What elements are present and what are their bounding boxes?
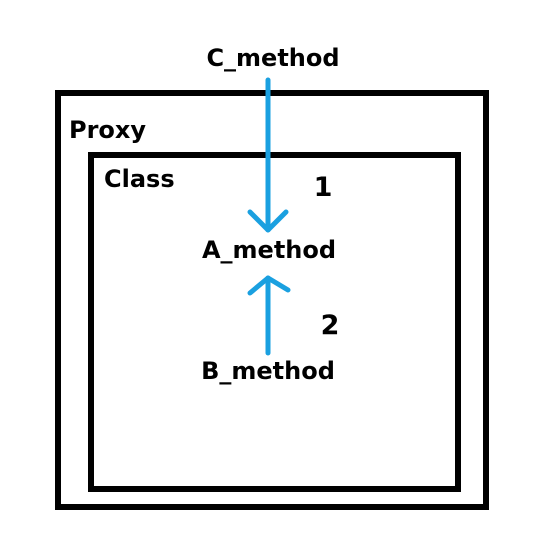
class-box [88,152,461,492]
proxy-label: Proxy [69,116,146,144]
step-2-label: 2 [321,310,340,341]
step-1-label: 1 [314,172,333,203]
arrow-b-to-a-head [247,275,291,296]
arrow-c-to-a-head [247,209,289,233]
arrow-b-to-a [247,275,291,356]
class-label: Class [104,165,175,193]
a-method-label: A_method [202,236,336,264]
c-method-label: C_method [206,44,339,72]
b-method-label: B_method [201,357,335,385]
proxy-box [55,90,489,510]
arrow-c-to-a [247,77,289,233]
